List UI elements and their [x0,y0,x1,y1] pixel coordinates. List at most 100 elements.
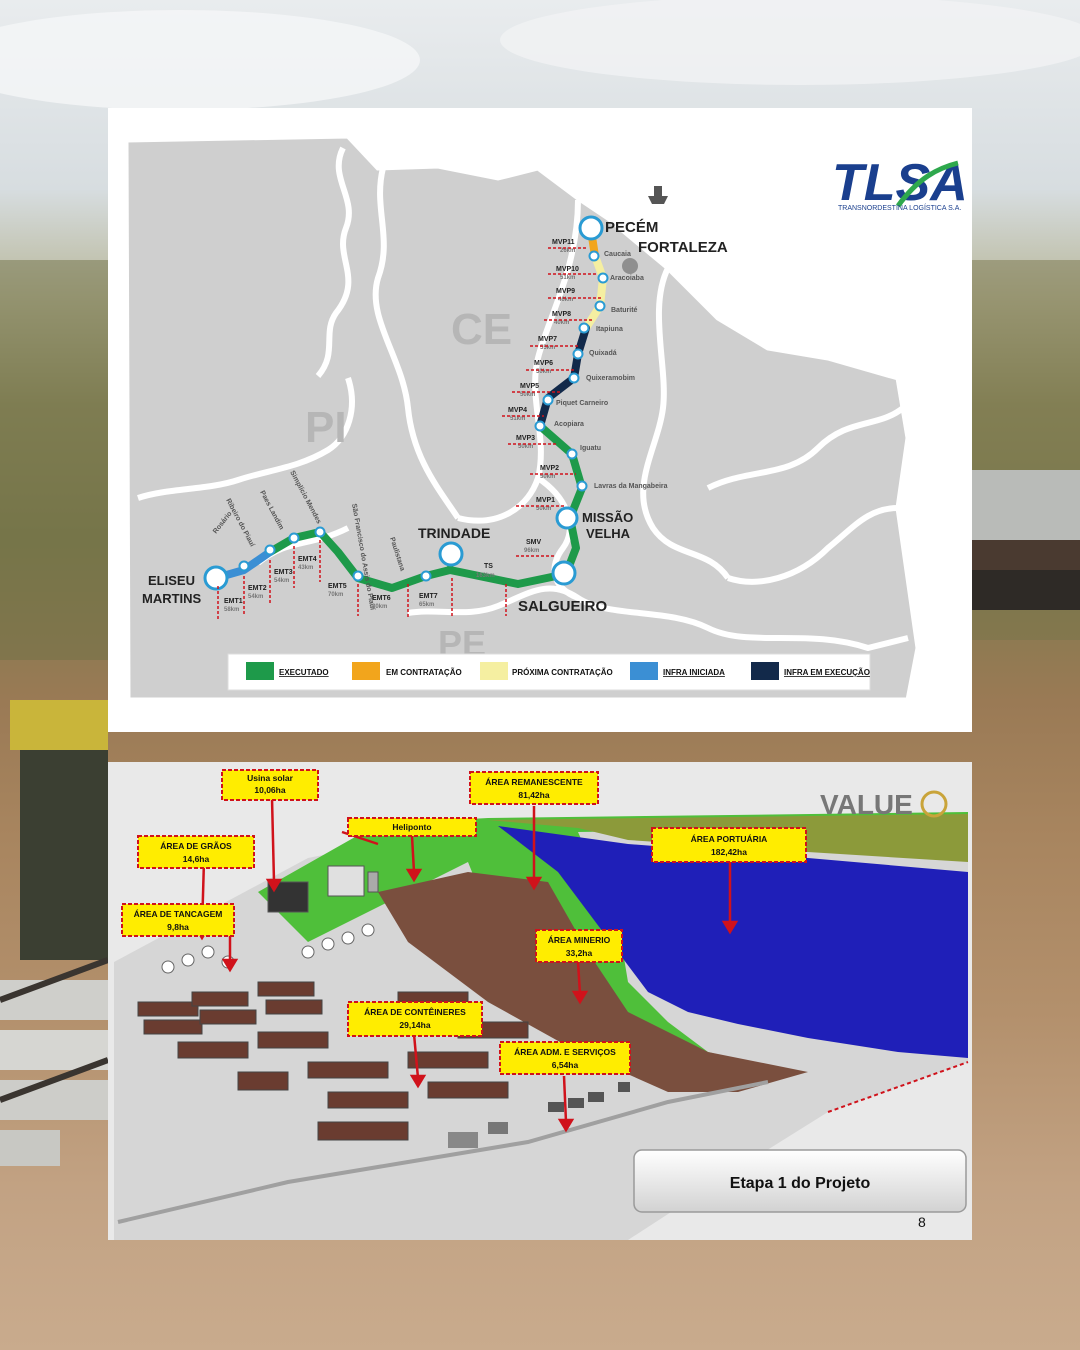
station-trindade[interactable] [438,541,464,567]
rail-track [827,1061,969,1113]
segment-label-mvp5: MVP5 [520,383,539,390]
station-baturite[interactable] [594,300,606,312]
station-label-quixada: Quixadá [589,350,617,357]
state-borders [137,146,909,651]
callout-usina-solar[interactable]: Usina solar 10,06ha [221,769,319,801]
tlsa-logo-subtitle: TRANSNORDESTINA LOGÍSTICA S.A. [838,203,961,212]
stage-button[interactable]: Etapa 1 do Projeto [633,1149,967,1213]
station-eliseu-martins[interactable] [203,565,229,591]
segment-label-mvp7: MVP7 [538,336,557,343]
railway-map-panel: PI CE PE TLSA TRANSNORDESTINA LOGÍSTICA … [108,108,972,732]
legend-label-infra-execucao: INFRA EM EXECUÇÃO [784,668,870,677]
area-name-usina: Usina solar [247,773,294,783]
city-label-eliseu-2: MARTINS [142,591,202,606]
callout-heliponto[interactable]: Heliponto [347,817,477,837]
station-sao-francisco[interactable] [352,570,364,582]
admin-buildings [448,1082,630,1148]
area-name-heliponto: Heliponto [392,822,431,832]
station-pecem[interactable] [578,215,604,241]
station-lavras[interactable] [576,480,588,492]
segment-label-emt4: EMT4 [298,556,317,563]
segment-km-mvp10: 51km [560,275,575,281]
segment-label-emt6: EMT6 [372,595,391,602]
tlsa-logo: TLSA TRANSNORDESTINA LOGÍSTICA S.A. [832,154,968,212]
legend-swatch-infra-iniciada [630,662,658,680]
city-label-pecem: PECÉM [605,219,658,236]
area-name-graos: ÁREA DE GRÃOS [160,841,232,851]
segment-label-mvp8: MVP8 [552,311,571,318]
station-missao-velha[interactable] [555,506,579,530]
station-acopiara[interactable] [534,420,546,432]
area-size-portuaria: 182,42ha [711,847,747,857]
city-label-trindade: TRINDADE [418,525,490,541]
map-legend: EXECUTADO EM CONTRATAÇÃO PRÓXIMA CONTRAT… [227,653,871,691]
station-piquet[interactable] [542,394,554,406]
state-label-ce: CE [451,305,512,354]
segment-km-mvp3: 50km [518,444,533,450]
segment-executado-west [266,528,570,592]
callout-adm-servicos[interactable]: ÁREA ADM. E SERVIÇOS 6,54ha [499,1041,631,1075]
segment-label-emt7: EMT7 [419,593,438,600]
port-layout-panel: VALUE Usina solar 10,06ha ÁREA REMANESCE… [108,762,972,1240]
segment-km-emt4: 43km [298,565,313,571]
stage-button-label: Etapa 1 do Projeto [730,1175,871,1192]
ship-icon [648,186,668,204]
segment-label-mvp10: MVP10 [556,266,579,273]
area-size-remanescente: 81,42ha [518,790,549,800]
major-stations [203,215,604,591]
value-logo-mark [920,790,948,818]
stations [238,250,609,582]
legend-label-executado: EXECUTADO [279,668,329,677]
legend-label-em-contratacao: EM CONTRATAÇÃO [386,668,462,677]
area-size-usina: 10,06ha [254,785,285,795]
area-size-minerio: 33,2ha [566,948,593,958]
station-label-itapiuna: Itapiuna [596,326,623,333]
segment-markers [217,247,602,620]
station-iguatu[interactable] [566,448,578,460]
segment-km-emt7: 65km [419,602,434,608]
segment-km-mvp11: 26km [560,248,575,254]
segment-km-mvp4: 51km [510,416,525,422]
segment-label-mvp2: MVP2 [540,465,559,472]
area-name-conteineres: ÁREA DE CONTÊINERES [364,1006,466,1017]
callout-tancagem[interactable]: ÁREA DE TANCAGEM 9,8ha [121,903,235,937]
value-logo: VALUE [820,789,913,820]
area-name-adm: ÁREA ADM. E SERVIÇOS [514,1047,616,1057]
map-land [123,133,921,703]
station-aracoiaba[interactable] [597,272,609,284]
segment-km-emt5: 70km [328,592,343,598]
legend-swatch-proxima [480,662,508,680]
city-label-eliseu-1: ELISEU [148,573,195,588]
station-simplicio[interactable] [314,526,326,538]
station-ribeiro[interactable] [264,544,276,556]
locomotive [10,700,108,960]
callout-graos[interactable]: ÁREA DE GRÃOS 14,6ha [137,835,255,869]
callout-conteineres[interactable]: ÁREA DE CONTÊINERES 29,14ha [347,1001,483,1037]
callout-portuaria[interactable]: ÁREA PORTUÁRIA 182,42ha [651,827,807,863]
segment-label-mvp9: MVP9 [556,288,575,295]
grain-terminal [267,865,379,913]
callout-minerio[interactable]: ÁREA MINERIO 33,2ha [535,929,623,963]
segment-km-mvp8: 40km [554,320,569,326]
station-paes-landim[interactable] [288,532,300,544]
station-quixada[interactable] [572,348,584,360]
station-quixeramobim[interactable] [568,372,580,384]
callout-remanescente[interactable]: ÁREA REMANESCENTE 81,42ha [469,771,599,805]
station-rosario[interactable] [238,560,250,572]
station-label-baturite: Baturité [611,307,638,314]
area-size-adm: 6,54ha [552,1060,579,1070]
railway-map: PI CE PE TLSA TRANSNORDESTINA LOGÍSTICA … [123,133,968,703]
city-label-fortaleza: FORTALEZA [638,239,728,256]
fortaleza-dot [622,258,638,274]
segment-label-mvp4: MVP4 [508,407,527,414]
area-size-conteineres: 29,14ha [399,1020,430,1030]
station-salgueiro[interactable] [551,560,577,586]
segment-km-emt2: 54km [248,594,263,600]
station-caucaia[interactable] [588,250,600,262]
segment-km-mvp6: 50km [536,369,551,375]
area-name-minerio: ÁREA MINERIO [548,935,611,945]
segment-label-mvp11: MVP11 [552,239,575,246]
station-paulistana[interactable] [420,570,432,582]
station-itapiuna[interactable] [578,322,590,334]
